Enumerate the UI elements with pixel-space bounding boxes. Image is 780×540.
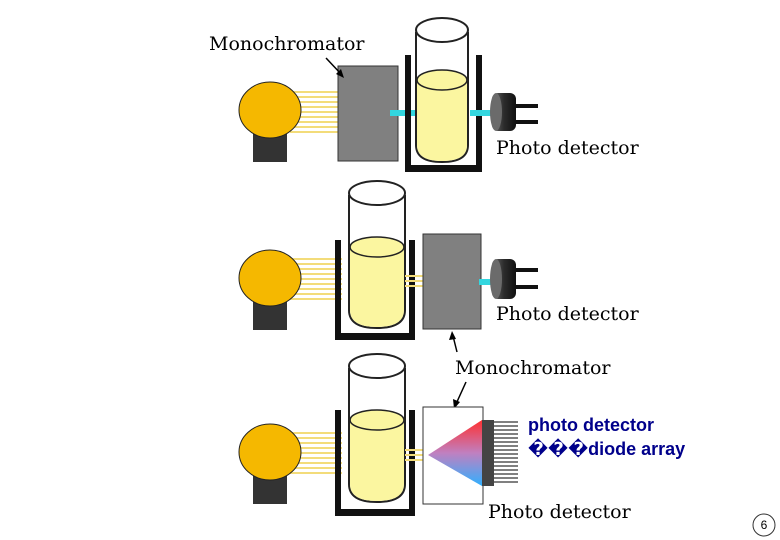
photo-detector-label-2: Photo detector: [496, 303, 640, 325]
liquid-surface: [416, 69, 468, 91]
sample-liquid: [350, 247, 404, 327]
page-number-badge: 6: [752, 513, 776, 537]
photo-detector-array-label-line2: ���diode array: [528, 438, 685, 459]
monochromator-box: [337, 65, 399, 162]
photo-detector-label-1: Photo detector: [496, 137, 640, 159]
lamp: [238, 249, 302, 307]
page-number: 6: [761, 518, 768, 532]
photo-detector: [490, 259, 538, 299]
monochromator-pointer-arrow-mid: [449, 331, 458, 353]
exit-slit: [479, 279, 495, 285]
exit-slit: [470, 110, 494, 116]
photo-detector-array-label-line1: photo detector: [528, 415, 654, 435]
diode-array: [482, 420, 518, 486]
monochromator-label-mid: Monochromator: [455, 357, 611, 379]
monochromator-pointer-arrow: [325, 57, 344, 78]
setup-row-2: Photo detector Monochromator: [238, 180, 640, 409]
dispersed-spectrum: [428, 420, 482, 486]
monochromator-pointer-arrow-low: [453, 381, 467, 409]
monochromator-box: [422, 233, 482, 330]
cuvette-rim: [415, 17, 469, 43]
setup-row-1: Monochromator Photo detector: [209, 17, 640, 172]
entrance-slit: [390, 110, 416, 116]
setup-row-3: photo detector ���diode array Photo dete…: [238, 353, 685, 523]
liquid-surface: [349, 236, 405, 258]
monochromator-label-top: Monochromator: [209, 33, 365, 55]
cuvette-rim: [348, 180, 406, 206]
transmitted-beam: [405, 275, 423, 287]
sample-liquid: [417, 80, 467, 161]
lamp: [238, 423, 302, 481]
photo-detector-label-3: Photo detector: [488, 501, 632, 523]
cuvette-rim: [348, 353, 406, 379]
lamp: [238, 81, 302, 139]
sample-liquid: [350, 420, 404, 501]
liquid-surface: [349, 409, 405, 431]
photo-detector: [490, 93, 538, 131]
